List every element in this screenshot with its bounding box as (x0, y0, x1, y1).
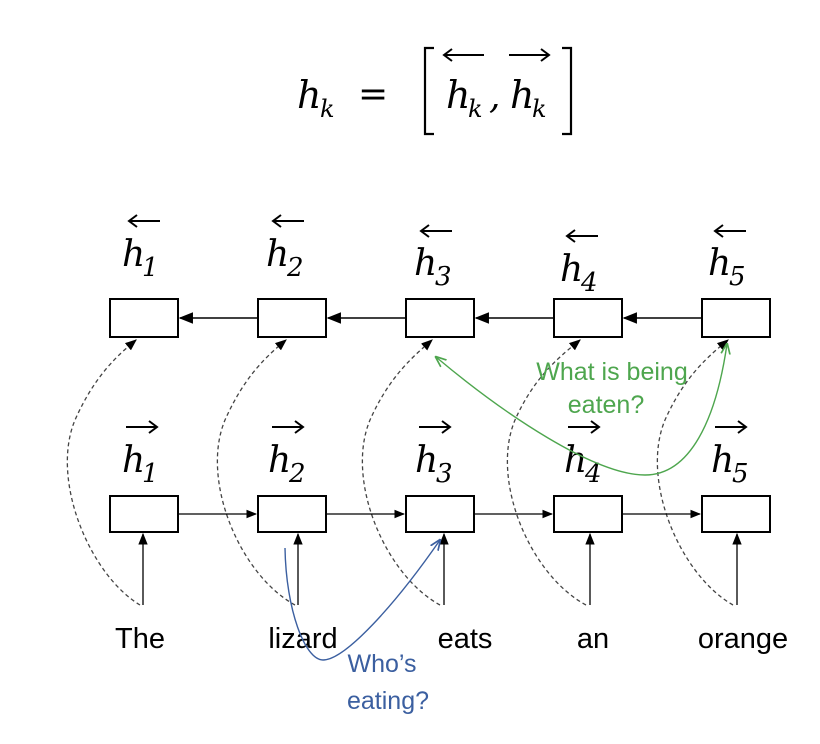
backward-label-3: h 3 (414, 224, 452, 292)
forward-sub: 3 (436, 459, 453, 489)
backward-sub: 1 (142, 253, 159, 283)
word-eats: eats (438, 623, 493, 655)
backward-cell-3 (405, 298, 475, 338)
forward-sub: 2 (288, 459, 306, 489)
dashed-link-3 (361, 339, 441, 606)
blue-label-line1: Who’s (347, 650, 416, 678)
dashed-link-2 (216, 339, 296, 606)
blue-annotation: Who’s eating? (284, 540, 440, 715)
right-arrow-icon (568, 420, 601, 434)
backward-sub: 2 (286, 253, 304, 283)
backward-sub: 5 (729, 262, 746, 292)
eq-term-backward: h (446, 73, 470, 117)
backward-cell-1 (109, 298, 179, 338)
eq-term-forward-sub: k (532, 95, 547, 123)
backward-h: h (266, 234, 289, 275)
backward-label-2: h 2 (266, 214, 304, 283)
green-annotation: What is being eaten? (436, 344, 727, 476)
forward-h: h (415, 440, 438, 481)
backward-cell-5 (701, 298, 771, 338)
left-arrow-icon (713, 224, 746, 238)
forward-labels: h 1 h 2 h 3 h 4 h 5 (122, 420, 749, 489)
eq-term-backward-sub: k (468, 95, 483, 123)
eq-lhs-sub: k (320, 95, 335, 123)
forward-label-3: h 3 (415, 420, 453, 489)
backward-cell-2 (257, 298, 327, 338)
forward-sub: 5 (732, 459, 749, 489)
right-arrow-icon (715, 420, 748, 434)
forward-label-4: h 4 (564, 420, 602, 489)
backward-cell-4 (553, 298, 623, 338)
eq-lhs: h (297, 73, 321, 117)
backward-label-4: h 4 (560, 229, 598, 298)
forward-cell-2 (257, 495, 327, 533)
dashed-link-1 (66, 339, 141, 606)
right-arrow-icon (419, 420, 452, 434)
word-the: The (115, 623, 165, 655)
backward-h: h (414, 243, 437, 284)
equation: h k = h k , h k (297, 46, 573, 136)
green-label-line2: eaten? (568, 391, 644, 419)
left-arrow-icon (271, 214, 304, 228)
blue-arc (284, 540, 440, 661)
eq-open-bracket (423, 46, 434, 136)
right-arrow-icon (126, 420, 159, 434)
input-arrows (138, 532, 742, 605)
backward-label-5: h 5 (708, 224, 746, 292)
eq-close-bracket (562, 46, 573, 136)
forward-h: h (268, 440, 291, 481)
eq-term-forward: h (510, 73, 534, 117)
forward-sub: 4 (584, 459, 602, 489)
backward-h: h (708, 243, 731, 284)
backward-h: h (122, 234, 145, 275)
right-arrow-icon (272, 420, 305, 434)
backward-sub: 4 (580, 268, 598, 298)
backward-sub: 3 (435, 262, 452, 292)
eq-comma: , (489, 76, 500, 117)
green-label-line1: What is being (536, 358, 687, 386)
forward-h: h (711, 440, 734, 481)
forward-label-1: h 1 (122, 420, 159, 489)
word-an: an (577, 623, 609, 655)
forward-label-2: h 2 (268, 420, 306, 489)
forward-sub: 1 (142, 459, 159, 489)
forward-row (109, 495, 771, 533)
forward-cell-3 (405, 495, 475, 533)
input-words: The lizard eats an orange (115, 623, 788, 655)
eq-equals: = (358, 74, 388, 115)
left-arrow-icon (565, 229, 598, 243)
word-orange: orange (698, 623, 788, 655)
forward-cell-1 (109, 495, 179, 533)
right-arrow-icon (509, 48, 551, 62)
backward-row (109, 298, 771, 338)
left-arrow-icon (442, 48, 484, 62)
forward-h: h (564, 440, 587, 481)
left-arrow-icon (127, 214, 160, 228)
forward-h: h (122, 440, 145, 481)
blue-label-line2: eating? (347, 687, 429, 715)
backward-h: h (560, 249, 583, 290)
forward-cell-4 (553, 495, 623, 533)
green-arc (436, 344, 727, 476)
forward-cell-5 (701, 495, 771, 533)
backward-labels: h 1 h 2 h 3 h 4 h 5 (122, 214, 746, 298)
forward-label-5: h 5 (711, 420, 749, 489)
backward-label-1: h 1 (122, 214, 160, 283)
left-arrow-icon (419, 224, 452, 238)
